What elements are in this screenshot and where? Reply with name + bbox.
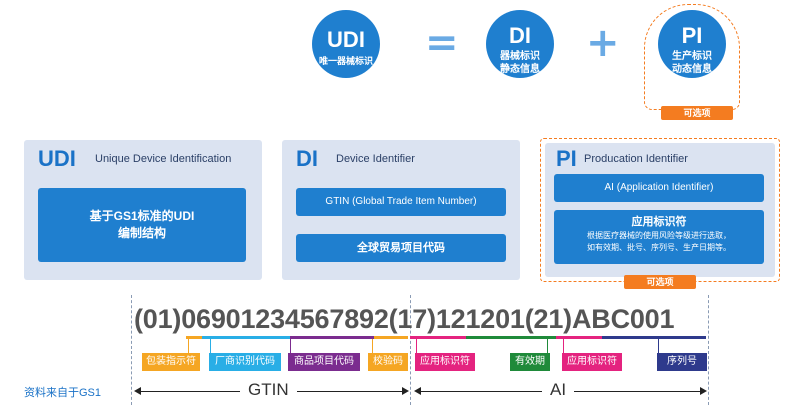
stem-4 [372, 339, 373, 353]
gtin-box: GTIN (Global Trade Item Number) [296, 188, 506, 216]
ai-arrow-left-head [414, 387, 421, 395]
udi-structure-box: 基于GS1标准的UDI 编制结构 [38, 188, 246, 262]
divider-left [131, 295, 132, 405]
udi-structure-line2: 编制结构 [117, 226, 166, 240]
bar-company-prefix [202, 336, 290, 339]
application-identifier-line2: 如有效期、批号、序列号、生产日期等。 [587, 243, 731, 252]
pi-panel-optional-badge: 可选项 [624, 275, 696, 289]
application-identifier-line1: 根据医疗器械的使用风险等级进行选取， [587, 231, 731, 240]
udi-circle-title: UDI [327, 27, 365, 52]
udi-barcode-string: (01)06901234567892(17)121201(21)ABC001 [134, 304, 675, 334]
gtin-arrow-left-head [134, 387, 141, 395]
bar-item-reference [290, 336, 374, 339]
source-note: 资料来自于GS1 [24, 387, 102, 399]
stem-7 [563, 339, 564, 353]
udi-structure-line1: 基于GS1标准的UDI [89, 209, 195, 223]
tag-serial: 序列号 [657, 353, 707, 371]
di-panel-title: DI [296, 146, 318, 171]
application-identifier-title: 应用标识符 [631, 216, 687, 228]
udi-panel-subtitle: Unique Device Identification [95, 153, 232, 165]
divider-middle [410, 295, 411, 405]
stem-5 [416, 339, 417, 353]
plus-sign: + [586, 20, 620, 66]
pi-circle-sub2: 动态信息 [672, 64, 712, 75]
pi-circle-sub1: 生产标识 [672, 51, 712, 62]
tag-expiry: 有效期 [510, 353, 550, 371]
udi-circle: UDI 唯一器械标识 [312, 10, 380, 78]
tag-item-reference: 商品项目代码 [288, 353, 360, 371]
bar-ai-21 [556, 336, 602, 339]
equals-sign: = [425, 20, 459, 66]
bar-expiry [466, 336, 556, 339]
ai-range-label: AI [542, 380, 575, 400]
di-circle-sub2: 静态信息 [500, 64, 540, 75]
tag-packaging-indicator: 包装指示符 [142, 353, 200, 371]
bar-packaging-indicator [186, 336, 202, 339]
bar-check-digit [374, 336, 408, 339]
stem-2 [210, 339, 211, 353]
tag-ai-21: 应用标识符 [562, 353, 622, 371]
di-circle-title: DI [509, 23, 531, 48]
pi-panel-title: PI [556, 146, 577, 171]
stem-1 [188, 339, 189, 353]
di-panel-subtitle: Device Identifier [336, 153, 415, 165]
application-identifier-box: 应用标识符 根据医疗器械的使用风险等级进行选取， 如有效期、批号、序列号、生产日… [554, 210, 764, 264]
gtin-arrow-right-head [402, 387, 409, 395]
udi-circle-subtitle: 唯一器械标识 [318, 56, 373, 66]
ai-arrow-right-head [700, 387, 707, 395]
bar-serial [602, 336, 706, 339]
tag-check-digit: 校验码 [368, 353, 408, 371]
gtin-range-label: GTIN [240, 380, 297, 400]
stem-8 [658, 339, 659, 353]
pi-circle-title: PI [681, 23, 703, 48]
global-trade-box: 全球贸易项目代码 [296, 234, 506, 262]
tag-ai-17: 应用标识符 [415, 353, 475, 371]
top-optional-badge: 可选项 [661, 106, 733, 120]
stem-3 [290, 339, 291, 353]
pi-circle: PI 生产标识 动态信息 [658, 10, 726, 78]
di-circle-sub1: 器械标识 [500, 51, 540, 62]
udi-panel-title: UDI [38, 146, 76, 171]
tag-company-prefix: 厂商识别代码 [209, 353, 281, 371]
di-circle: DI 器械标识 静态信息 [486, 10, 554, 78]
bar-ai-17 [410, 336, 466, 339]
pi-panel-subtitle: Producation Identifier [584, 153, 688, 165]
ai-box: AI (Application Identifier) [554, 174, 764, 202]
stem-6 [547, 339, 548, 353]
divider-right [708, 295, 709, 405]
